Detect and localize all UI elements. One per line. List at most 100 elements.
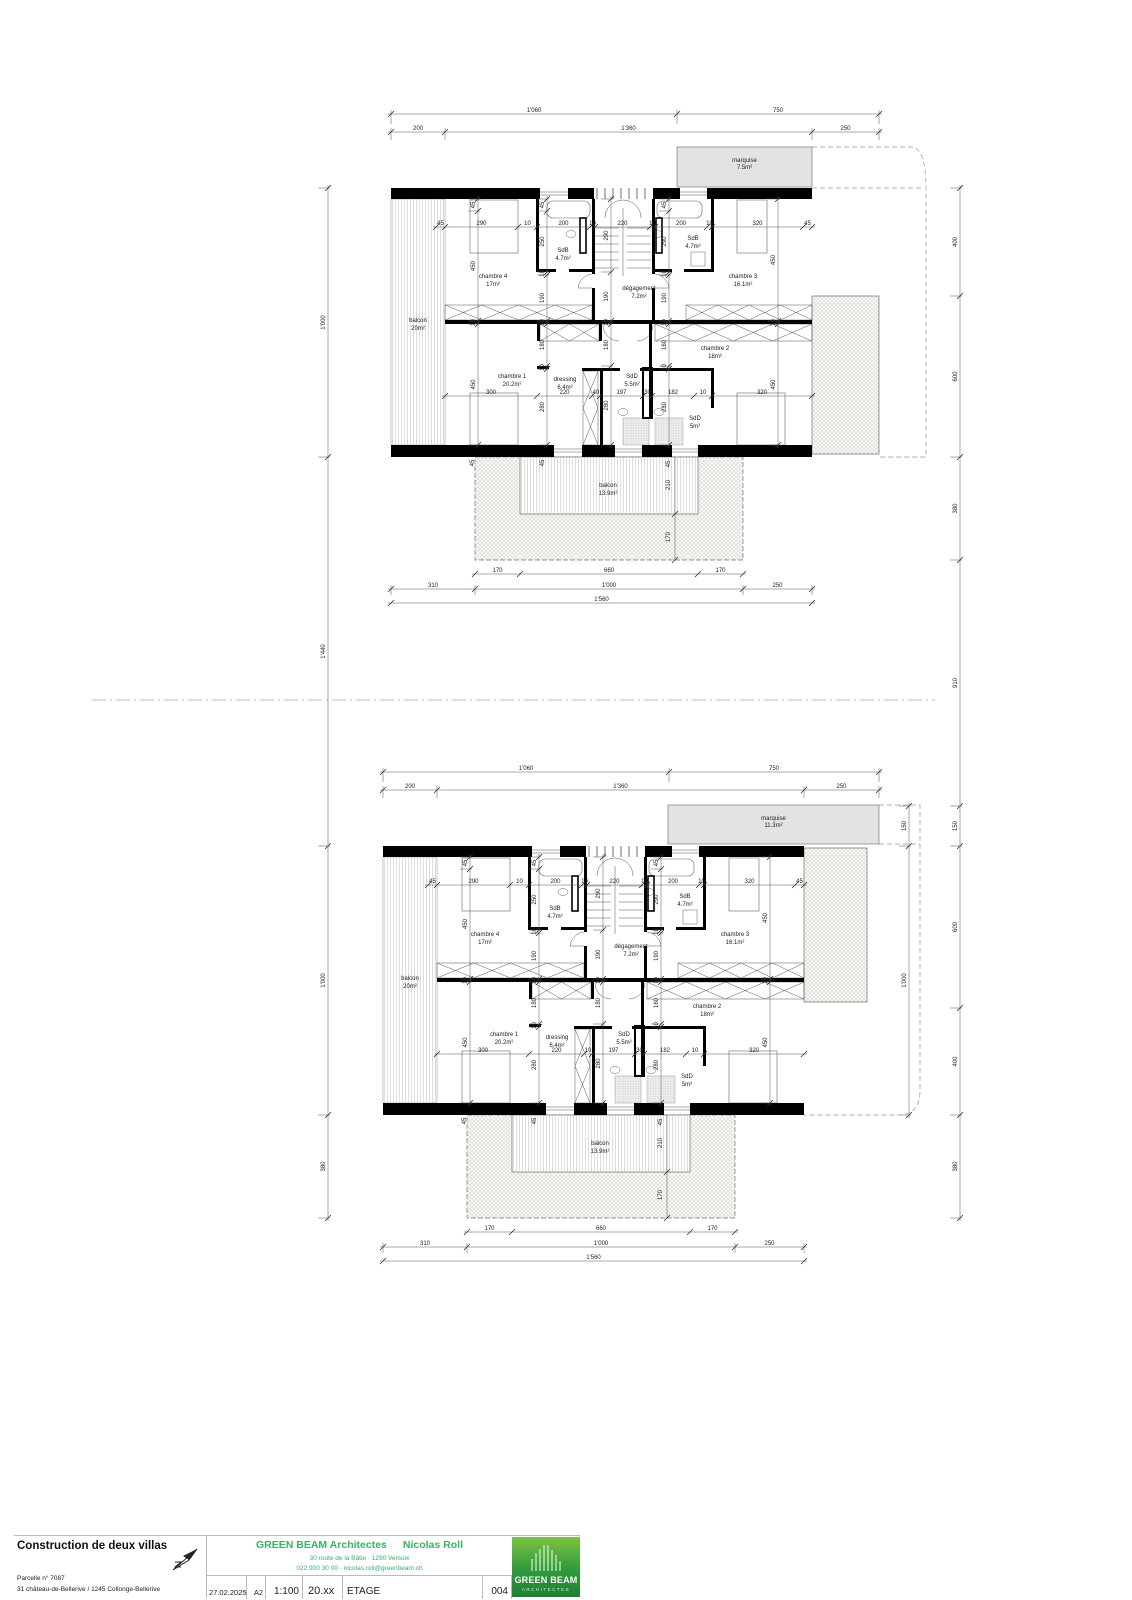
dimension-label: 182 <box>660 1048 671 1054</box>
dimension-label: 190 <box>540 292 546 303</box>
room-area-sdb-left: 4.7m² <box>555 256 570 262</box>
dimension-tick <box>800 1050 808 1058</box>
dimension-tick <box>671 510 679 518</box>
dimension-label: 400 <box>953 1056 959 1067</box>
dimension-label: 10 <box>692 1048 699 1054</box>
wardrobe-x <box>733 323 773 342</box>
dimension-label: 400 <box>953 236 959 247</box>
room-area-sdd-5-5: 5.5m² <box>616 1040 631 1046</box>
room-name-sdd-5-5: SdD <box>626 374 638 380</box>
dimension-tick <box>596 392 604 400</box>
stair-winder-arc <box>604 199 642 219</box>
dimension-label: 380 <box>321 1161 327 1172</box>
wall <box>582 445 615 457</box>
wall <box>592 1026 595 1103</box>
dimension-label: 250 <box>764 1241 775 1247</box>
wardrobe <box>654 323 813 342</box>
room-area-sdd-5: 5m² <box>682 1082 692 1088</box>
dimension-tick <box>731 1228 739 1236</box>
dimension-tick <box>708 392 716 400</box>
marquise-label: marquise <box>761 816 786 822</box>
dimension-label: 290 <box>596 888 602 899</box>
wardrobe <box>685 304 813 321</box>
dimension-label: 380 <box>953 503 959 514</box>
dimension-label: 910 <box>953 677 959 688</box>
wall <box>599 323 602 341</box>
wardrobe-x <box>569 323 600 342</box>
dimension-label: 750 <box>773 108 784 114</box>
dimension-label: 30 <box>636 1048 643 1054</box>
dimension-label: 45 <box>796 879 803 885</box>
wall <box>529 981 532 999</box>
firm-logo: GREEN BEAM ARCHITECTES <box>512 1537 580 1597</box>
room-name-balcon-west: balcon <box>401 976 419 982</box>
dimension-label: 10 <box>532 1022 538 1029</box>
room-area-degagement: 7.2m² <box>631 294 646 300</box>
wardrobe-x <box>694 323 734 342</box>
dimension-label: 45 <box>463 859 469 866</box>
wardrobe-x <box>780 304 813 321</box>
dimension-tick <box>433 881 441 889</box>
room-name-chambre-4: chambre 4 <box>479 274 508 280</box>
dimension-tick <box>739 570 747 578</box>
dimension-tick <box>663 1214 671 1222</box>
format-cell: A2 <box>247 1576 266 1599</box>
dimension-label: 10 <box>654 928 660 935</box>
dimension-tick <box>663 1168 671 1176</box>
dimension-tick <box>471 570 479 578</box>
dimension-label: 1'360 <box>613 784 628 790</box>
room-area-chambre-1: 20.2m² <box>503 382 522 388</box>
dimension-label: 45 <box>540 201 546 208</box>
dimension-label: 10 <box>641 879 648 885</box>
wardrobe-x <box>772 323 813 342</box>
site-address: 31 château-de-Bellerive / 1245 Collonge-… <box>17 1586 161 1593</box>
wall <box>632 1026 704 1029</box>
wall <box>437 978 804 982</box>
wall <box>536 199 539 270</box>
dimension-label: 30 <box>644 390 651 396</box>
dimension-label: 190 <box>662 292 668 303</box>
room-name-dressing: dressing <box>546 1035 569 1041</box>
room-area-chambre-2: 18m² <box>700 1012 714 1018</box>
scale: 1:100 <box>273 1586 299 1597</box>
dimension-label: 10 <box>532 977 538 984</box>
dimension-label: 45 <box>532 859 538 866</box>
dimension-label: 10 <box>540 270 546 277</box>
dimension-label: 450 <box>771 379 777 390</box>
dimension-label: 10 <box>771 319 777 326</box>
dimension-tick <box>463 1228 471 1236</box>
dimension-tick <box>808 599 816 607</box>
wardrobe-x <box>709 962 742 979</box>
wardrobe-x <box>444 304 482 321</box>
dimension-tick <box>799 223 807 231</box>
dimension-tick <box>638 881 646 889</box>
door-swing-arc <box>602 324 620 342</box>
dimension-label: 1'000 <box>321 973 327 988</box>
dressing-cabinet <box>582 370 599 446</box>
wall <box>529 1024 541 1027</box>
drawing-title: ETAGE <box>347 1586 381 1597</box>
dimension-tick <box>700 1050 708 1058</box>
dimension-label: 197 <box>616 390 627 396</box>
room-name-sdd-5: SdD <box>681 1074 693 1080</box>
dimension-tick <box>514 223 522 231</box>
dressing-cabinet <box>574 1028 591 1104</box>
room-area-balcon-west: 20m² <box>403 984 417 990</box>
dimension-label: 250 <box>540 236 546 247</box>
dimension-label: 290 <box>662 236 668 247</box>
dimension-tick <box>586 223 594 231</box>
wall <box>684 269 714 272</box>
dimension-tick <box>387 599 395 607</box>
bed-chambre-3 <box>736 199 768 254</box>
wall-column <box>655 217 663 254</box>
dimension-tick <box>686 1228 694 1236</box>
wall <box>703 1026 706 1066</box>
cabinet-x <box>574 1028 591 1067</box>
dimension-label: 45 <box>666 460 672 467</box>
dimension-tick <box>583 881 591 889</box>
bed-chambre-3 <box>728 857 760 912</box>
room-name-chambre-1: chambre 1 <box>498 374 527 380</box>
dimension-tick <box>800 1257 808 1265</box>
wardrobe-x <box>481 304 519 321</box>
